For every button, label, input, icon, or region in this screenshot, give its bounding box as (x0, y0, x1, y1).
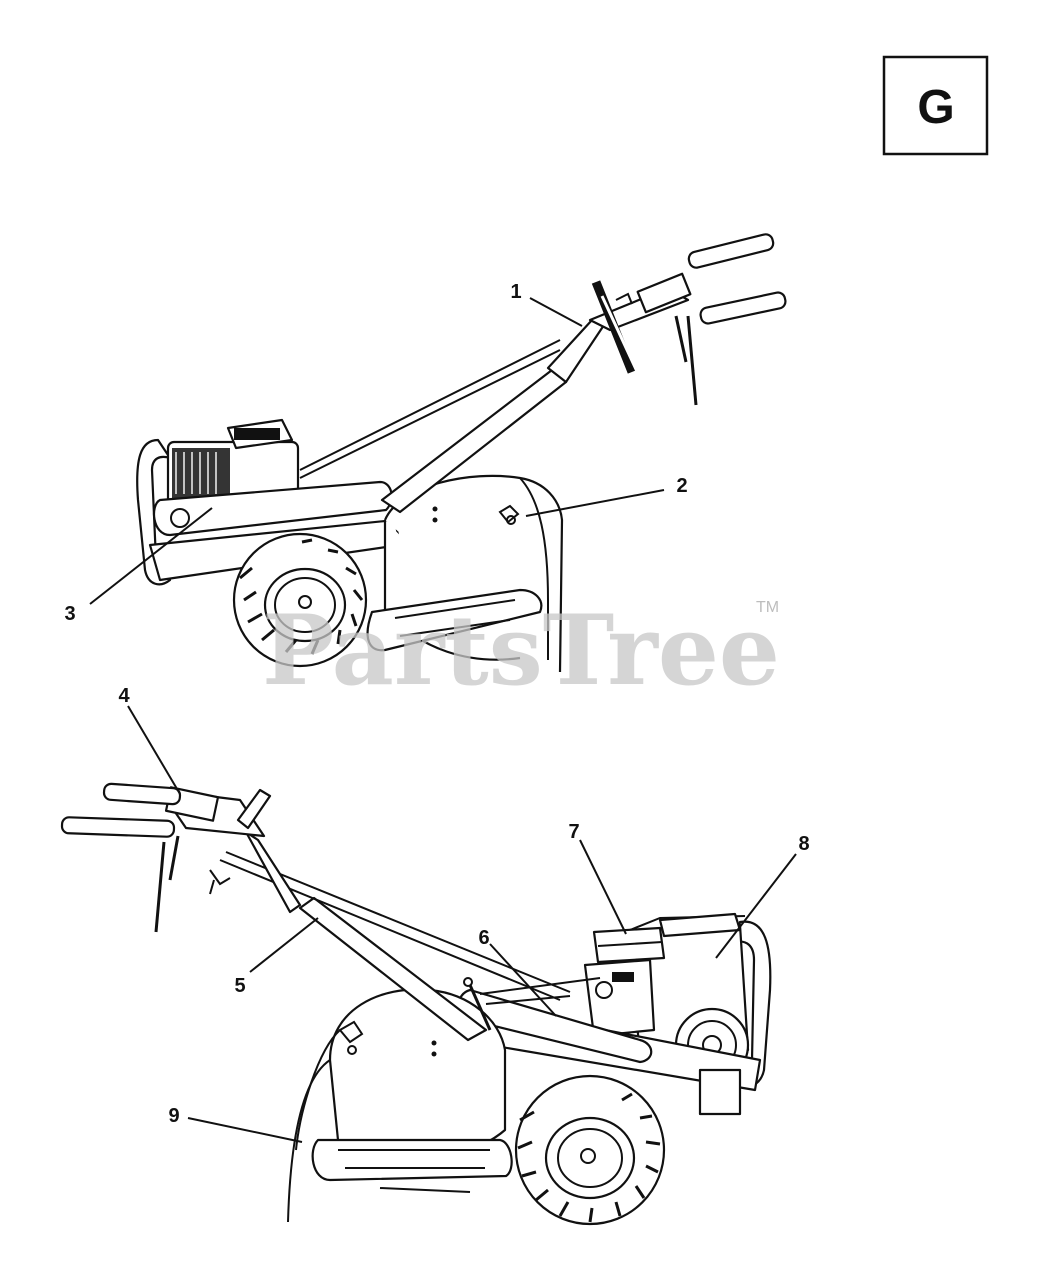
tine-shield-top (366, 588, 543, 652)
watermark: PartsTree TM (262, 594, 780, 707)
tiller-right-view (60, 782, 772, 1226)
callout-9: 9 (168, 1105, 179, 1127)
callout-4: 4 (118, 685, 130, 707)
callout-3: 3 (64, 603, 75, 625)
handlebar-top (299, 233, 787, 514)
drive-wheel-top (232, 532, 368, 668)
callout-5: 5 (234, 975, 245, 997)
callout-8: 8 (798, 833, 809, 855)
watermark-trademark: TM (756, 599, 779, 616)
page-letter-box: G (882, 55, 989, 156)
callout-1: 1 (510, 281, 521, 303)
callout-labels: 1 2 3 4 5 6 7 8 9 (64, 281, 809, 1127)
leader-lines (89, 297, 797, 1143)
handlebar-bottom (60, 782, 601, 1042)
tine-shield-bottom (311, 1138, 513, 1193)
tiller-left-view (136, 233, 787, 673)
watermark-text: PartsTree (262, 594, 780, 707)
drive-wheel-bottom (514, 1074, 666, 1226)
callout-7: 7 (568, 821, 579, 843)
callout-2: 2 (676, 475, 687, 497)
page-letter: G (917, 81, 954, 134)
callout-6: 6 (478, 927, 489, 949)
